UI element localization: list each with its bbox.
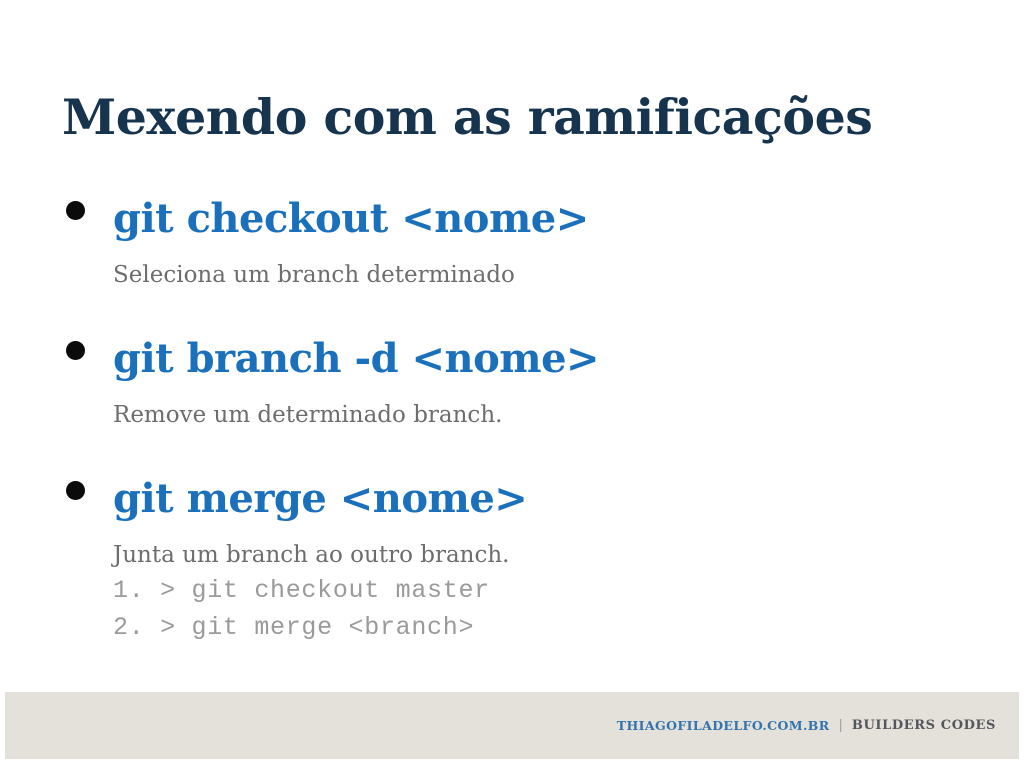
footer-brand-text: BUILDERS CODES	[851, 718, 996, 733]
description-text: Junta um branch ao outro branch.	[113, 542, 510, 568]
bullet-dot-icon	[66, 341, 85, 360]
bullet-dot-icon	[66, 201, 85, 220]
footer-bar: THIAGOFILADELFO.COM.BR | BUILDERS CODES	[5, 692, 1019, 759]
list-item-git-checkout: git checkout <nome> Seleciona um branch …	[66, 190, 706, 290]
command-text: git branch -d <nome>	[113, 335, 600, 382]
list-item-git-branch-d: git branch -d <nome> Remove um determina…	[66, 330, 706, 430]
page-title: Mexendo com as ramificações	[62, 87, 873, 146]
description-text: Remove um determinado branch.	[113, 402, 503, 428]
command-text: git checkout <nome>	[113, 195, 589, 242]
command-text: git merge <nome>	[113, 475, 528, 522]
list-item-git-merge: git merge <nome> Junta um branch ao outr…	[66, 470, 706, 646]
code-line: 2. > git merge <branch>	[113, 613, 475, 642]
code-line: 1. > git checkout master	[113, 576, 490, 605]
bullet-dot-icon	[66, 481, 85, 500]
code-block: 1. > git checkout master 2. > git merge …	[66, 572, 706, 646]
footer-separator: |	[838, 718, 843, 733]
footer-site-text: THIAGOFILADELFO.COM.BR	[616, 718, 830, 733]
description-text: Seleciona um branch determinado	[113, 262, 515, 288]
